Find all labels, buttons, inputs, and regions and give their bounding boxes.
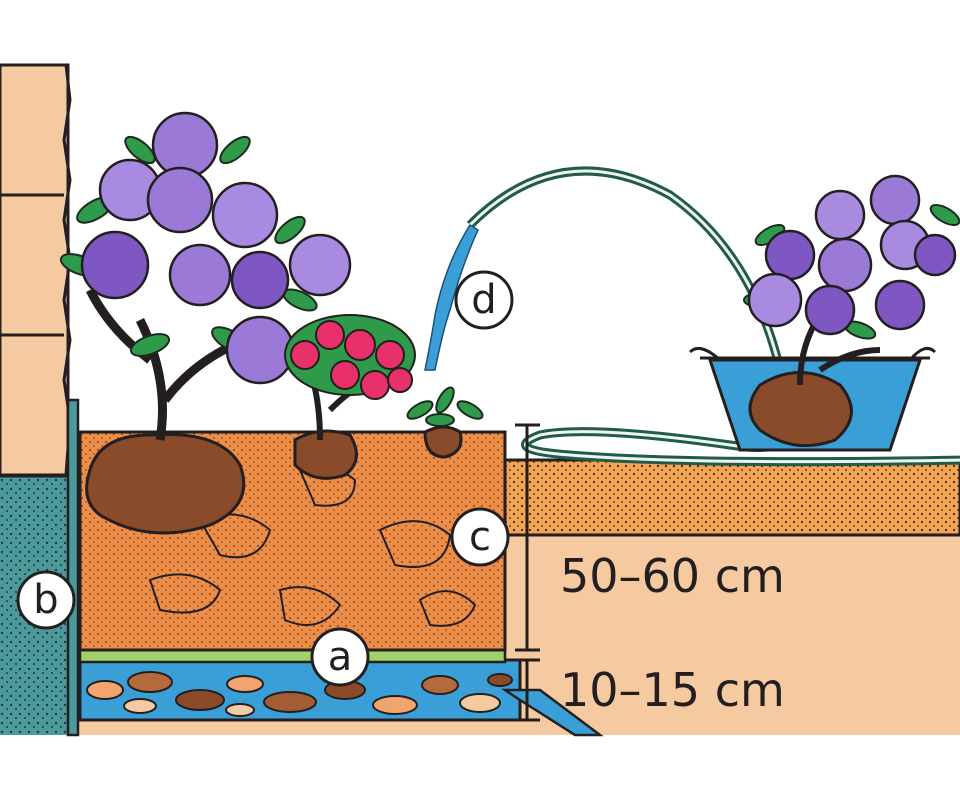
potted-plant: [690, 176, 960, 450]
root-ball-large: [87, 434, 244, 533]
callout-a: a: [312, 629, 368, 685]
fleece-layer: [80, 650, 505, 662]
bed-depth-label: 50–60 cm: [560, 549, 785, 603]
membrane-strip: [68, 400, 78, 735]
root-ball-small: [425, 427, 461, 457]
drainage-layer: [80, 660, 520, 720]
drainage-depth-label: 10–15 cm: [560, 663, 785, 717]
root-ball-medium: [295, 431, 356, 478]
house-wall: [0, 65, 70, 475]
callout-d-label: d: [471, 277, 496, 323]
callout-c: c: [452, 509, 508, 565]
callout-b: b: [18, 572, 74, 628]
white-bottom: [0, 735, 960, 800]
callout-c-label: c: [469, 514, 491, 560]
small-plant: [405, 385, 485, 426]
azalea-flowers: [285, 315, 415, 399]
callout-d: d: [456, 272, 512, 328]
callout-b-label: b: [33, 577, 58, 623]
callout-a-label: a: [328, 634, 353, 680]
sand-bed: [505, 460, 960, 535]
shrub-stem: [90, 290, 245, 440]
